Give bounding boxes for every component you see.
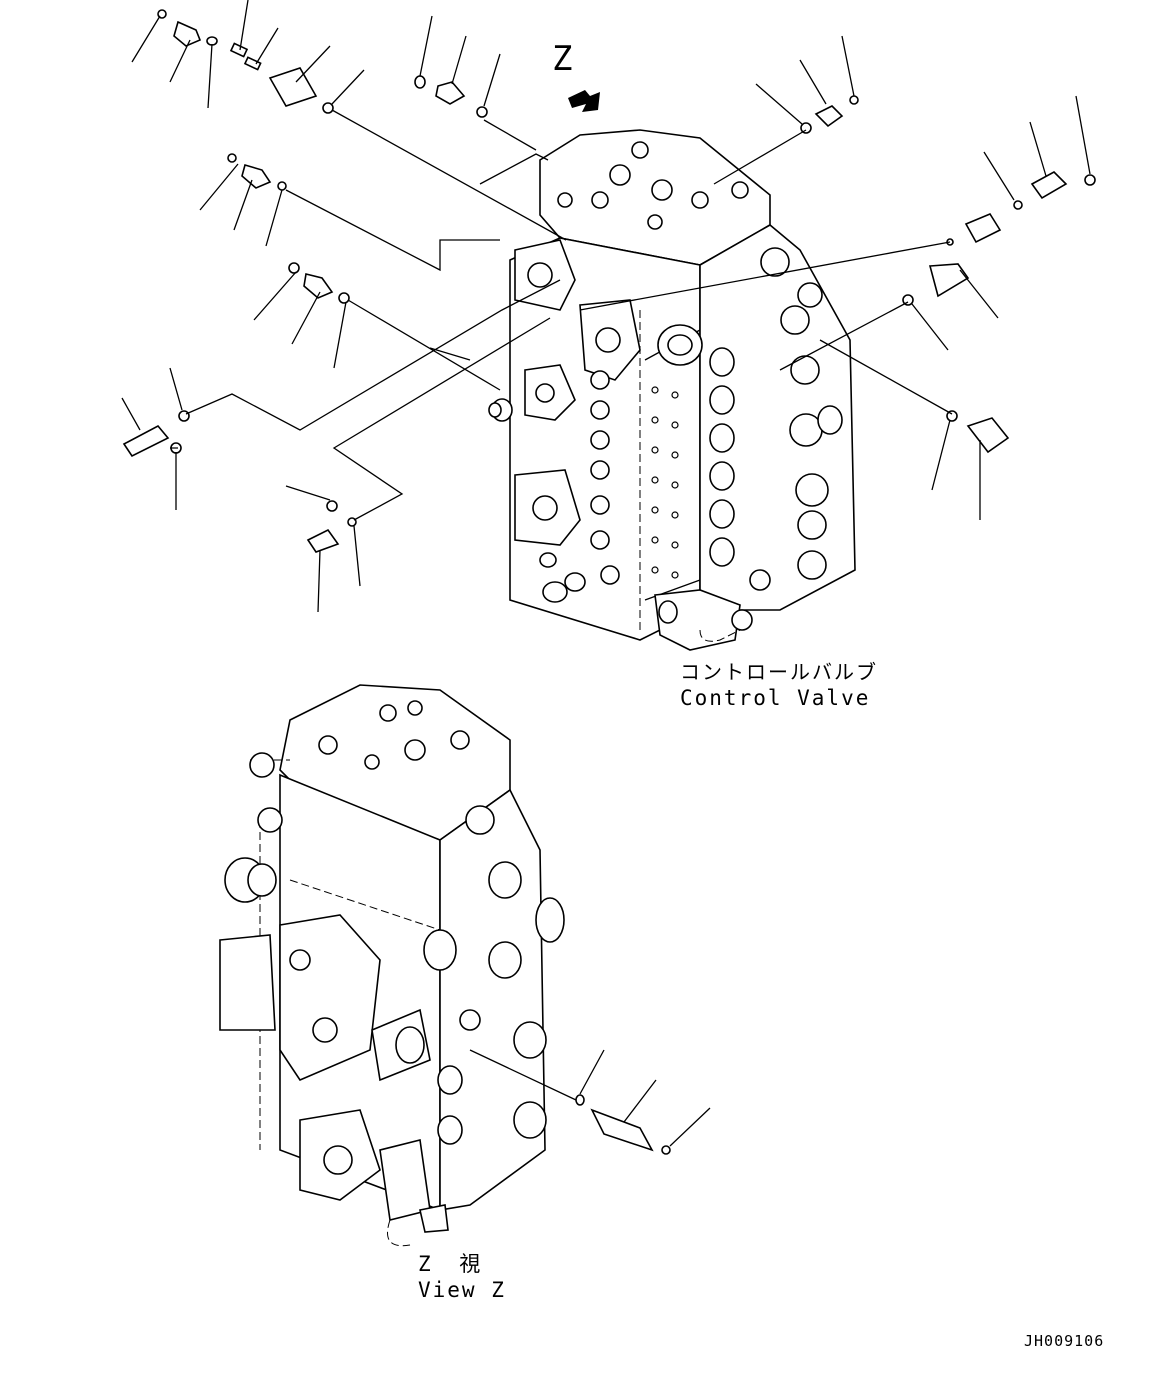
drawing-number: JH009106 xyxy=(1024,1332,1105,1350)
exploded-parts-top xyxy=(121,0,1096,613)
view-z-label-jp: Z 視 xyxy=(418,1252,489,1276)
arrow-down-right-icon xyxy=(568,90,600,112)
control-valve-label-en: Control Valve xyxy=(680,686,871,710)
view-z-label-en: View Z xyxy=(418,1278,506,1302)
left-plugs xyxy=(488,370,620,603)
control-valve-view-z xyxy=(219,684,565,1247)
view-z-marker: Z xyxy=(552,39,573,79)
control-valve-main-view xyxy=(488,129,856,651)
exploded-parts-view-z xyxy=(469,1049,711,1155)
right-valve-caps xyxy=(709,247,843,591)
control-valve-label-jp: コントロールバルブ xyxy=(680,660,878,684)
